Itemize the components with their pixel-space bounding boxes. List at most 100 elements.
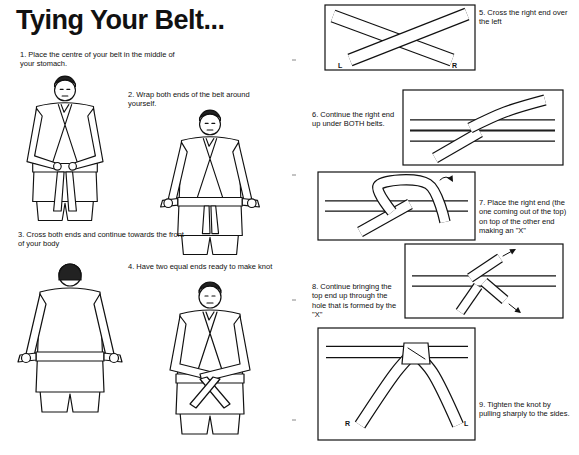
belt-fill xyxy=(470,258,500,278)
belt-end xyxy=(161,198,178,207)
face xyxy=(205,123,215,130)
belt-fill xyxy=(435,132,480,158)
hand xyxy=(54,163,62,171)
end-letter: R xyxy=(345,420,350,429)
hair xyxy=(199,282,221,293)
belt-outline xyxy=(418,356,458,425)
belt-outline xyxy=(460,286,478,312)
step-text: 8. Continue bringing the top end up thro… xyxy=(312,282,402,320)
belt-drawing xyxy=(333,14,467,60)
hand xyxy=(110,354,119,363)
arm xyxy=(94,294,114,356)
belt xyxy=(36,352,104,361)
trousers xyxy=(37,200,94,221)
belt-end xyxy=(242,198,259,207)
hair xyxy=(59,264,81,280)
belt-outline xyxy=(350,14,467,60)
hand xyxy=(248,199,257,208)
belt-fill xyxy=(326,347,468,357)
arm xyxy=(27,108,57,169)
belt-fill xyxy=(360,356,410,425)
hand xyxy=(164,199,173,208)
gutter-mark xyxy=(292,420,296,421)
collar xyxy=(206,139,214,147)
step-panel xyxy=(405,244,563,318)
belt-fill xyxy=(350,14,467,60)
belt-end xyxy=(190,377,220,408)
belt-fill xyxy=(484,282,505,300)
belt-outline xyxy=(326,346,468,358)
step-text: 5. Cross the right end over the left xyxy=(479,8,571,27)
belt-end xyxy=(54,172,64,211)
end-letter: L xyxy=(464,420,468,429)
step-text: 9. Tighten the knot by pulling sharply t… xyxy=(479,400,573,419)
belt-end xyxy=(18,353,36,362)
end-letter: R xyxy=(452,62,457,71)
arm xyxy=(233,142,252,201)
trousers xyxy=(40,390,100,412)
step-text: 2. Wrap both ends of the belt around you… xyxy=(128,90,278,109)
belt-fill xyxy=(418,356,458,425)
belt-drawing xyxy=(325,175,468,232)
head xyxy=(200,114,221,135)
collar xyxy=(206,312,214,320)
belt-outline xyxy=(410,130,555,141)
belt-fill xyxy=(460,286,478,312)
belt-end xyxy=(66,172,76,211)
arrow-head xyxy=(509,246,517,254)
gutter-mark xyxy=(292,300,296,301)
hand xyxy=(69,163,77,171)
karateka-figure xyxy=(27,76,103,220)
arrow-head xyxy=(514,307,522,315)
face xyxy=(60,89,70,96)
step-panel xyxy=(318,172,475,240)
page-title: Tying Your Belt... xyxy=(16,6,225,36)
step-text: 3. Cross both ends and continue towards … xyxy=(18,230,188,249)
belt-outline xyxy=(378,180,445,222)
knot-fold xyxy=(408,348,425,359)
karateka-figure xyxy=(18,264,122,412)
step-text: 4. Have two equal ends ready to make kno… xyxy=(128,262,278,271)
lapel xyxy=(197,139,224,200)
head xyxy=(55,80,76,101)
belt-drawing xyxy=(410,100,555,158)
trousers xyxy=(180,412,240,434)
belt-fill xyxy=(470,100,545,128)
step-text: 6. Continue the right end up under BOTH … xyxy=(312,110,400,129)
head xyxy=(199,286,221,308)
arrow-head xyxy=(447,175,455,183)
arm xyxy=(73,108,103,169)
face xyxy=(205,296,215,303)
belt-outline xyxy=(470,258,500,278)
belt-end xyxy=(104,353,122,362)
arm xyxy=(168,142,187,201)
belt-outline xyxy=(484,282,505,300)
belt-outline xyxy=(360,356,410,425)
step-panel xyxy=(403,90,563,165)
step-text: 1. Place the centre of your belt in the … xyxy=(20,50,190,69)
belt-end xyxy=(211,206,219,234)
arm xyxy=(200,316,250,382)
belt-outline xyxy=(435,132,480,158)
end-letter: L xyxy=(338,62,342,71)
collar xyxy=(61,105,69,113)
gutter-mark xyxy=(292,175,296,176)
gutter-mark xyxy=(292,60,296,61)
belt-fill xyxy=(410,132,555,141)
belt-end xyxy=(202,206,210,234)
belt-drawing xyxy=(412,246,556,315)
arm xyxy=(26,294,46,356)
step-text: 7. Place the right end (the one coming o… xyxy=(479,198,573,236)
step-panel xyxy=(318,328,475,440)
belt-fill xyxy=(378,180,445,222)
lapel xyxy=(52,105,79,166)
belt-drawing xyxy=(326,343,468,425)
hair xyxy=(200,110,221,120)
step-panel xyxy=(325,5,475,70)
head xyxy=(59,264,81,286)
belt-knot xyxy=(402,343,430,364)
lapel xyxy=(196,312,224,376)
hair xyxy=(55,76,76,86)
hand xyxy=(22,354,31,363)
belt-outline xyxy=(470,100,545,128)
